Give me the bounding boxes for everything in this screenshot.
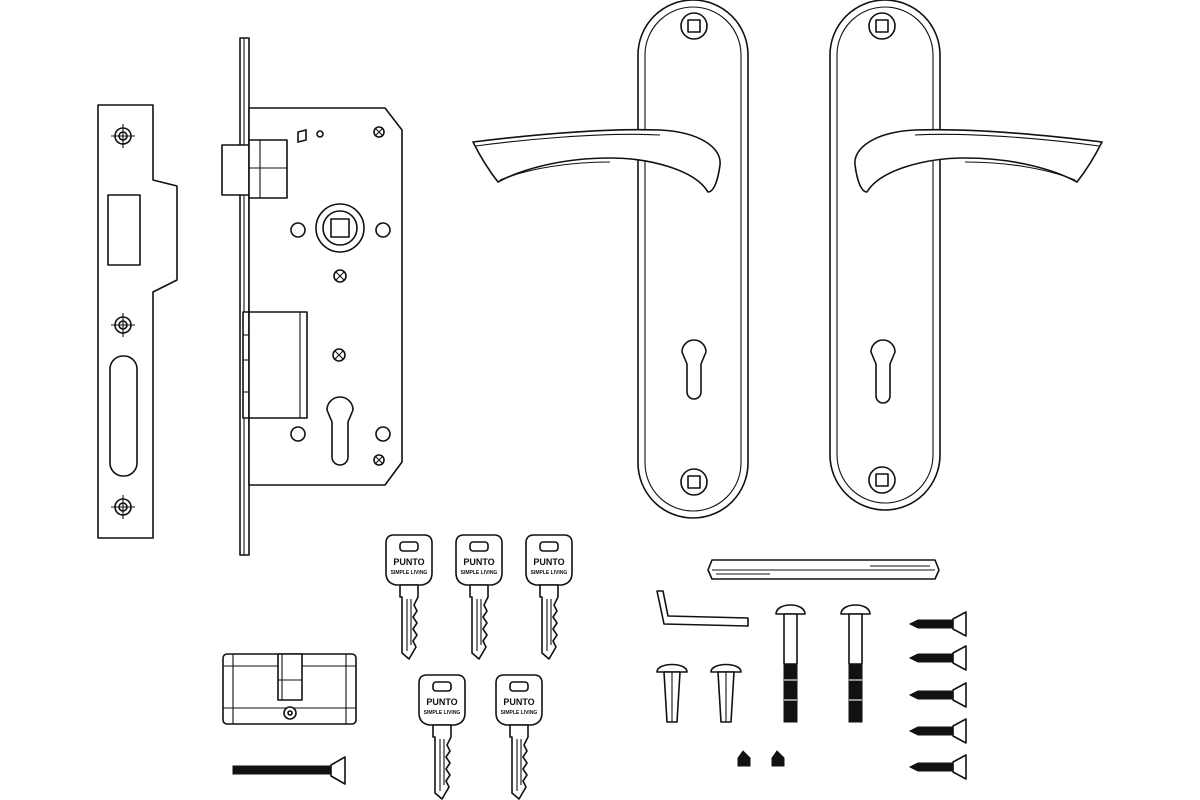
allen-key [656, 590, 749, 627]
key-brand-label: PUNTO [503, 697, 534, 707]
wood-screw [908, 611, 967, 637]
bolt-sleeves [656, 663, 742, 723]
key-brand-label: PUNTO [463, 557, 494, 567]
key-slogan-label: SIMPLE LIVING [531, 570, 568, 576]
key-brand-label: PUNTO [393, 557, 424, 567]
wood-screw [908, 645, 967, 671]
key: PUNTO SIMPLE LIVING [495, 674, 543, 800]
wood-screw [908, 718, 967, 744]
long-screw [232, 756, 346, 785]
grub-screws [737, 750, 785, 767]
through-bolts [775, 604, 871, 723]
mortise-lock-body [221, 37, 403, 556]
euro-cylinder [222, 653, 357, 725]
wood-screw [908, 682, 967, 708]
key-slogan-label: SIMPLE LIVING [424, 710, 461, 716]
key-brand-label: PUNTO [426, 697, 457, 707]
handle-plate-right [829, 0, 1103, 511]
key-slogan-label: SIMPLE LIVING [391, 570, 428, 576]
key: PUNTO SIMPLE LIVING [525, 534, 573, 660]
key: PUNTO SIMPLE LIVING [418, 674, 466, 800]
spindle [707, 559, 940, 580]
handle-plate-left [472, 0, 749, 519]
wood-screw [908, 754, 967, 780]
key-slogan-label: SIMPLE LIVING [501, 710, 538, 716]
key-slogan-label: SIMPLE LIVING [461, 570, 498, 576]
key: PUNTO SIMPLE LIVING [385, 534, 433, 660]
strike-plate [97, 104, 178, 539]
key-brand-label: PUNTO [533, 557, 564, 567]
key: PUNTO SIMPLE LIVING [455, 534, 503, 660]
wood-screws [908, 611, 967, 780]
